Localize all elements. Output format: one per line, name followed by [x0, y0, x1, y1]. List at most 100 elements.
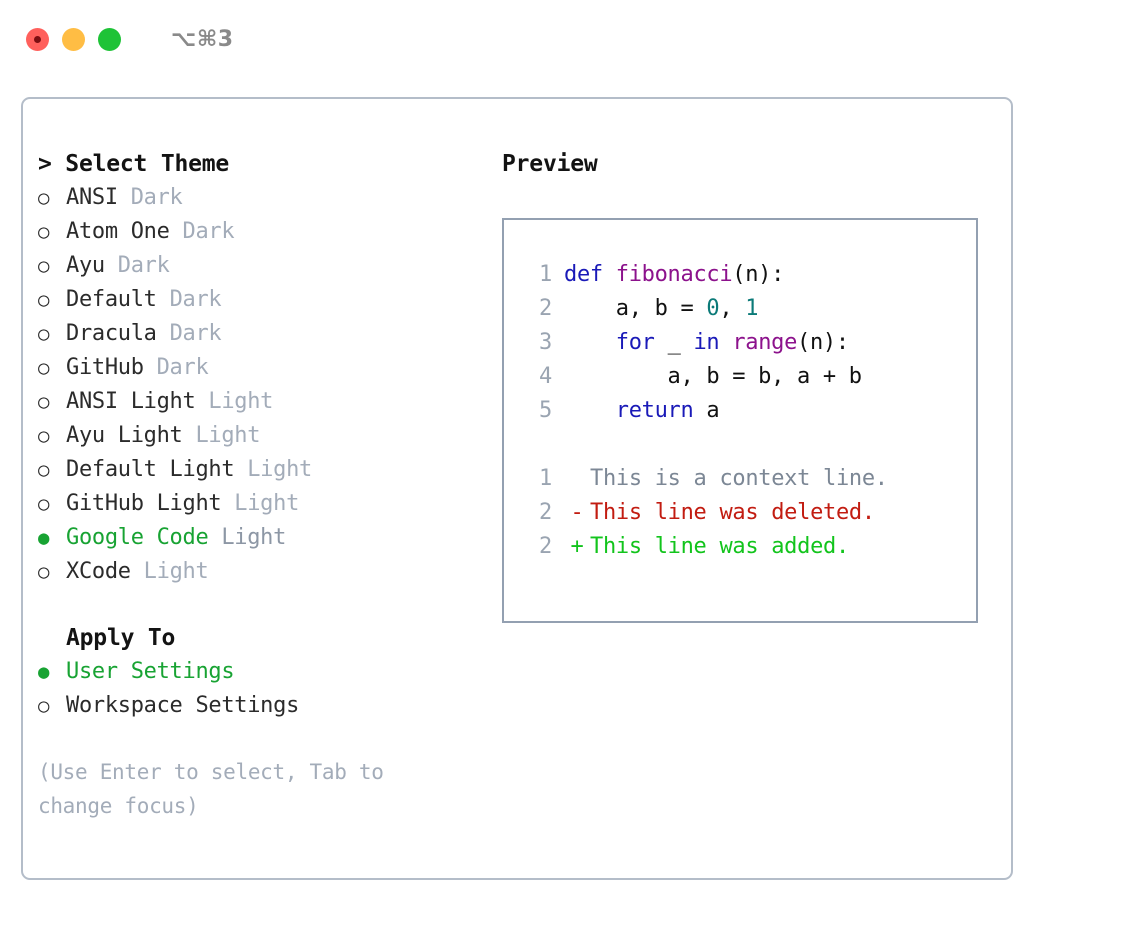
option-label: Default Light — [66, 457, 235, 482]
diff-text: This is a context line. — [590, 466, 888, 491]
option-variant-badge: Light — [195, 389, 274, 414]
diff-sign: - — [570, 500, 584, 525]
token-pl — [564, 398, 616, 423]
line-number: 5 — [539, 398, 552, 423]
theme-option-github[interactable]: ○GitHub Dark — [38, 351, 493, 385]
radio-unselected-icon: ○ — [38, 493, 50, 515]
token-num: 0 — [706, 296, 720, 321]
option-variant-badge: Dark — [156, 321, 222, 346]
token-kw: def — [564, 262, 616, 287]
token-pl: (n): — [732, 262, 785, 287]
apply-option-user-settings[interactable]: ● User Settings — [38, 655, 493, 689]
close-button[interactable] — [26, 27, 49, 51]
option-label: Dracula — [66, 321, 157, 346]
option-variant-badge: Light — [182, 423, 261, 448]
option-variant-badge: Light — [221, 491, 300, 516]
option-variant-badge: Light — [208, 525, 287, 550]
option-variant-badge: Light — [234, 457, 312, 482]
token-pl: a, b = — [564, 296, 707, 321]
option-label: XCode — [66, 559, 131, 584]
maximize-button[interactable] — [98, 27, 121, 51]
theme-option-default-light[interactable]: ○ Default Light Light — [38, 453, 493, 487]
apply-option-workspace-settings[interactable]: ○Workspace Settings — [38, 689, 493, 723]
radio-selected-icon: ● — [38, 527, 50, 549]
token-fn: fibonacci — [615, 262, 733, 287]
line-number: 2 — [539, 296, 552, 321]
option-variant-badge: Dark — [156, 287, 222, 312]
keyboard-hint-text: (Use Enter to select, Tab to change focu… — [38, 760, 384, 818]
option-variant-badge: Dark — [169, 219, 235, 244]
code-line: 2 a, b = 0, 1 — [518, 292, 976, 326]
option-label: Google Code — [66, 525, 209, 550]
option-label: User Settings — [66, 659, 235, 684]
code-text: return a — [564, 394, 720, 428]
radio-unselected-icon: ○ — [38, 391, 50, 413]
theme-option-list: ○ANSI Dark○Atom One Dark○Ayu Dark○Defaul… — [38, 181, 493, 589]
option-label: GitHub Light — [66, 491, 222, 516]
radio-unselected-icon: ○ — [38, 221, 50, 243]
option-label: Atom One — [66, 219, 170, 244]
option-label: GitHub — [66, 355, 144, 380]
token-pl: , — [719, 296, 746, 321]
token-kw: for — [615, 330, 655, 355]
token-pl — [719, 330, 732, 355]
theme-option-default[interactable]: ○ Default Dark — [38, 283, 493, 317]
theme-option-ayu[interactable]: ○Ayu Dark — [38, 249, 493, 283]
theme-option-atom-one[interactable]: ○ Atom One Dark — [38, 215, 493, 249]
option-variant-badge: Dark — [117, 185, 183, 210]
diff-line-context: 1 This is a context line. — [518, 462, 976, 496]
theme-option-google-code[interactable]: ● Google Code Light — [38, 521, 493, 555]
radio-unselected-icon: ○ — [38, 561, 50, 583]
theme-option-ansi[interactable]: ○ANSI Dark — [38, 181, 493, 215]
main-panel: > Select Theme ○ANSI Dark○Atom One Dark○… — [21, 97, 1013, 880]
theme-option-ansi-light[interactable]: ○ ANSI Light Light — [38, 385, 493, 419]
theme-option-ayu-light[interactable]: ○Ayu Light Light — [38, 419, 493, 453]
token-kw: return — [615, 398, 694, 423]
apply-to-header: Apply To — [66, 625, 176, 651]
option-label: ANSI Light — [66, 389, 196, 414]
line-number: 2 — [539, 534, 552, 559]
option-variant-badge: Dark — [143, 355, 209, 380]
theme-option-xcode[interactable]: ○ XCode Light — [38, 555, 493, 589]
option-variant-badge: Light — [130, 559, 209, 584]
radio-unselected-icon: ○ — [38, 289, 50, 311]
token-pl: a — [693, 398, 720, 423]
radio-unselected-icon: ○ — [38, 459, 50, 481]
code-line: 4 a, b = b, a + b — [518, 360, 976, 394]
option-label: Ayu Light — [66, 423, 183, 448]
token-pl: (n): — [797, 330, 849, 355]
theme-option-github-light[interactable]: ○ GitHub Light Light — [38, 487, 493, 521]
line-number: 1 — [539, 466, 552, 491]
token-fn: range — [732, 330, 798, 355]
token-pl: _ — [654, 330, 694, 355]
minimize-button[interactable] — [62, 27, 85, 51]
diff-sign: + — [570, 534, 584, 559]
option-label: Default — [66, 287, 157, 312]
token-pl — [564, 330, 616, 355]
diff-text: This line was deleted. — [590, 500, 875, 525]
code-line: 5 return a — [518, 394, 976, 428]
line-number: 3 — [539, 330, 552, 355]
radio-unselected-icon: ○ — [38, 323, 50, 345]
token-num: 1 — [745, 296, 759, 321]
option-label: ANSI — [66, 185, 118, 210]
code-text: def fibonacci(n): — [564, 258, 784, 292]
diff-line-added: 2+This line was added. — [518, 530, 976, 564]
radio-selected-icon: ● — [38, 661, 50, 683]
option-variant-badge: Dark — [104, 253, 170, 278]
theme-option-dracula[interactable]: ○ Dracula Dark — [38, 317, 493, 351]
diff-sample: 1 This is a context line. 2-This line was… — [518, 462, 976, 564]
line-number: 4 — [539, 364, 552, 389]
token-pl: a, b = b, a + b — [564, 364, 863, 389]
select-theme-header: > Select Theme — [38, 151, 230, 177]
theme-selection-column: > Select Theme ○ANSI Dark○Atom One Dark○… — [38, 147, 493, 823]
code-text: a, b = 0, 1 — [564, 292, 759, 326]
line-number: 2 — [539, 500, 552, 525]
option-label: Workspace Settings — [66, 693, 300, 718]
code-text: for _ in range(n): — [564, 326, 849, 360]
